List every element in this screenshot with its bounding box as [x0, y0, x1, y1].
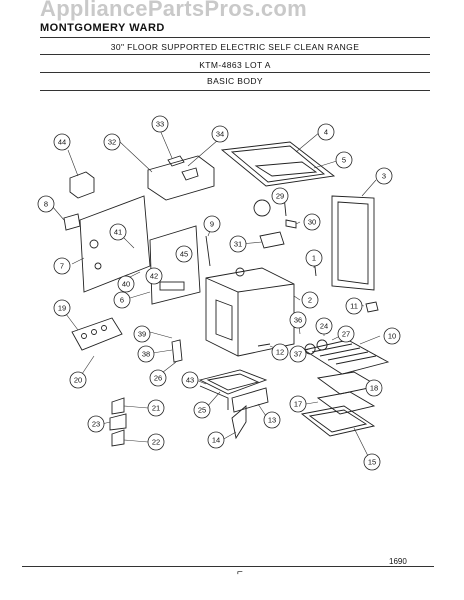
callout-30: 30 — [308, 218, 316, 227]
part-19-switch-block — [71, 317, 123, 351]
figure-number: 1690 — [389, 557, 407, 566]
callout-45: 45 — [180, 250, 188, 259]
callout-21: 21 — [152, 404, 160, 413]
part-25-drawer-frame — [198, 369, 268, 395]
callout-37: 37 — [294, 350, 302, 359]
part-5-trim — [254, 161, 318, 177]
callout-5: 5 — [342, 156, 346, 165]
part-24-knob — [316, 339, 328, 351]
callout-27: 27 — [342, 330, 350, 339]
callout-34: 34 — [216, 130, 224, 139]
callout-2: 2 — [308, 296, 312, 305]
part-13-panel — [231, 387, 269, 413]
part-15-drawer — [300, 405, 376, 437]
callout-12: 12 — [276, 348, 284, 357]
callout-43: 43 — [186, 376, 194, 385]
part-6-control-panel — [149, 225, 201, 305]
header-rule-3 — [40, 72, 430, 73]
part-14-slide — [231, 405, 247, 440]
callout-20: 20 — [74, 376, 82, 385]
callout-13: 13 — [268, 416, 276, 425]
part-33-clip — [167, 155, 185, 167]
callout-38: 38 — [142, 350, 150, 359]
part-8-pad — [63, 213, 81, 231]
part-38-hinge — [171, 339, 183, 363]
part-21-screw — [111, 397, 125, 415]
brand-name: MONTGOMERY WARD — [40, 22, 165, 34]
callout-6: 6 — [120, 296, 124, 305]
header-rule-1 — [40, 37, 430, 38]
callout-31: 31 — [234, 240, 242, 249]
part-9-strip — [205, 235, 211, 267]
part-3-side-panel — [331, 195, 375, 291]
part-2-oven-body — [205, 267, 295, 357]
title-line-3: BASIC BODY — [207, 76, 263, 86]
callout-41: 41 — [114, 228, 122, 237]
callout-29: 29 — [276, 192, 284, 201]
watermark: AppliancePartsPros.com — [40, 0, 308, 21]
callout-32: 32 — [108, 138, 116, 147]
part-22-screw — [111, 429, 125, 447]
callout-11: 11 — [350, 302, 358, 311]
part-blower — [253, 199, 271, 217]
callout-14: 14 — [212, 436, 220, 445]
callout-44: 44 — [58, 138, 66, 147]
part-12-rod — [257, 343, 271, 347]
callout-10: 10 — [388, 332, 396, 341]
header-rule-2 — [40, 54, 430, 55]
part-11-bolt — [365, 301, 379, 313]
callout-15: 15 — [368, 458, 376, 467]
callout-33: 33 — [156, 120, 164, 129]
title-line-2: KTM-4863 LOT A — [199, 60, 271, 70]
part-17-tray — [316, 391, 376, 415]
part-43-rail — [199, 385, 229, 410]
bottom-mark: ⌐ — [237, 567, 243, 578]
header-rule-4 — [40, 90, 430, 91]
part-31-bracket — [259, 231, 285, 249]
callout-26: 26 — [154, 374, 162, 383]
callout-23: 23 — [92, 420, 100, 429]
part-37-knob — [304, 343, 316, 355]
part-44-bracket — [69, 171, 95, 199]
footer-rule — [22, 566, 434, 567]
part-4-top-panel — [220, 141, 336, 187]
part-34-clip — [181, 167, 199, 181]
callout-7: 7 — [60, 262, 64, 271]
callout-1: 1 — [312, 254, 316, 263]
callout-4: 4 — [324, 128, 328, 137]
callout-22: 22 — [152, 438, 160, 447]
callout-39: 39 — [138, 330, 146, 339]
callout-8: 8 — [44, 200, 48, 209]
callout-25: 25 — [198, 406, 206, 415]
part-30-plug — [285, 219, 297, 229]
callout-36: 36 — [294, 316, 302, 325]
callout-42: 42 — [150, 272, 158, 281]
callout-3: 3 — [382, 172, 386, 181]
part-32-mount — [147, 155, 215, 201]
part-10-rack — [302, 339, 390, 375]
title-line-1: 30" FLOOR SUPPORTED ELECTRIC SELF CLEAN … — [110, 42, 360, 52]
callout-17: 17 — [294, 400, 302, 409]
callout-9: 9 — [210, 220, 214, 229]
callout-24: 24 — [320, 322, 328, 331]
part-23-bracket — [109, 413, 127, 431]
callout-18: 18 — [370, 384, 378, 393]
part-7-back-panel — [79, 195, 151, 293]
callout-40: 40 — [122, 280, 130, 289]
callout-19: 19 — [58, 304, 66, 313]
